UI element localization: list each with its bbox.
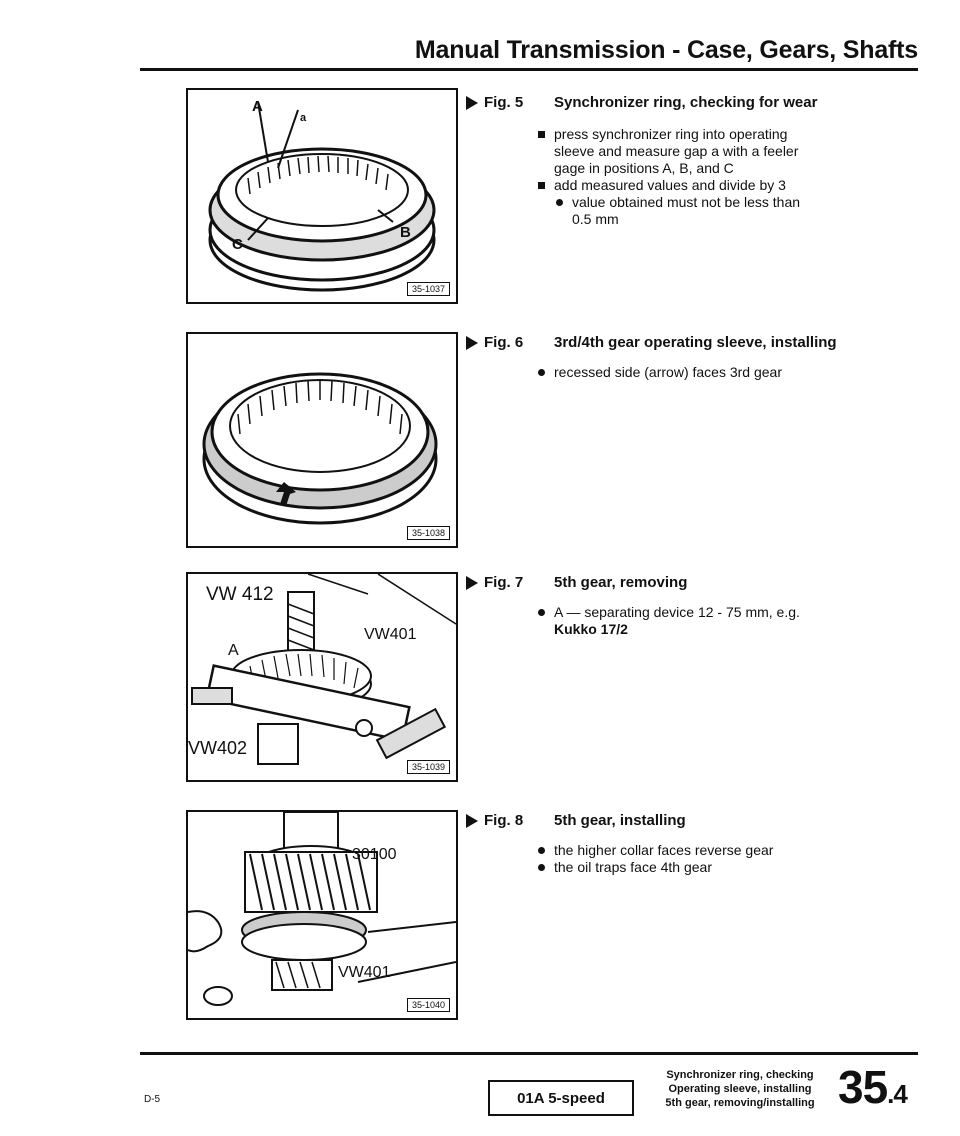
bullet-line: A — separating device 12 - 75 mm, e.g. (536, 604, 876, 621)
gear-removal-drawing (191, 574, 456, 765)
figure-5-heading: Fig. 5 Synchronizer ring, checking for w… (466, 94, 817, 111)
page-code: D-5 (144, 1094, 161, 1105)
figure-label: Fig. 6 (484, 334, 524, 351)
figure-5-text: press synchronizer ring into operating s… (536, 126, 876, 228)
bullet-line: sleeve and measure gap a with a feeler (554, 143, 799, 159)
bullet-line: the higher collar faces reverse gear (536, 842, 876, 859)
contents-item: Operating sleeve, installing (668, 1083, 812, 1095)
page-number: .4 (887, 1079, 908, 1109)
pointer-icon (466, 95, 478, 110)
figure-6-text: recessed side (arrow) faces 3rd gear (536, 364, 876, 381)
figure-7-text: A — separating device 12 - 75 mm, e.g. K… (536, 604, 876, 638)
pointer-icon (466, 813, 478, 828)
bullet-line: 0.5 mm (572, 211, 619, 227)
tool-label-vw401: VW401 (338, 964, 391, 981)
figure-6-heading: Fig. 6 3rd/4th gear operating sleeve, in… (466, 334, 837, 351)
footer-rule (140, 1052, 918, 1055)
figure-6-image: 35-1038 (186, 332, 458, 548)
bullet-line: value obtained must not be less than (554, 194, 876, 211)
figure-8-text: the higher collar faces reverse gear the… (536, 842, 876, 876)
header-rule (140, 68, 918, 71)
section-contents: Synchronizer ring, checking Operating sl… (650, 1068, 830, 1110)
group-number: 35.4 (838, 1060, 908, 1114)
page-title: Manual Transmission - Case, Gears, Shaft… (414, 36, 918, 64)
figure-5-image: A a B C 35-1037 (186, 88, 458, 304)
figure-number: 35-1040 (406, 998, 450, 1012)
figure-7-heading: Fig. 7 5th gear, removing (466, 574, 687, 591)
bullet-line: add measured values and divide by 3 (536, 177, 876, 194)
figure-label: Fig. 8 (484, 812, 524, 829)
position-letter-b: B (400, 224, 411, 241)
figure-number: 35-1037 (406, 282, 450, 296)
figure-8-image: 30100 VW401 35-1040 (186, 810, 458, 1020)
pointer-icon (466, 335, 478, 350)
position-letter-a: A (252, 98, 263, 115)
bullet-line: gage in positions A, B, and C (554, 160, 734, 176)
operating-sleeve-drawing (202, 372, 438, 525)
bullet-line: press synchronizer ring into operating (536, 126, 876, 143)
figure-7-image: VW 412 VW401 A VW402 35-1039 (186, 572, 458, 782)
pointer-icon (466, 575, 478, 590)
figure-title: 3rd/4th gear operating sleeve, installin… (554, 334, 837, 351)
contents-item: 5th gear, removing/installing (665, 1097, 815, 1109)
figure-label: Fig. 5 (484, 94, 524, 111)
contents-item: Synchronizer ring, checking (666, 1069, 814, 1081)
synchronizer-ring-drawing (208, 101, 436, 292)
figure-label: Fig. 7 (484, 574, 524, 591)
bullet-line: recessed side (arrow) faces 3rd gear (536, 364, 876, 381)
tool-label-30100: 30100 (352, 846, 397, 863)
figure-title: 5th gear, removing (554, 574, 688, 591)
figure-title: Synchronizer ring, checking for wear (554, 94, 818, 111)
tool-label-a: A (228, 642, 239, 659)
figure-number: 35-1038 (406, 526, 450, 540)
position-letter-c: C (232, 236, 243, 253)
repair-group: 35 (838, 1061, 888, 1113)
figure-8-heading: Fig. 8 5th gear, installing (466, 812, 686, 829)
tool-label-vw401: VW401 (364, 626, 417, 643)
tool-label-vw412: VW 412 (206, 584, 274, 605)
bullet-line: Kukko 17/2 (554, 621, 628, 637)
figure-title: 5th gear, installing (554, 812, 686, 829)
bullet-line: the oil traps face 4th gear (536, 859, 876, 876)
gear-install-drawing (188, 812, 456, 1006)
model-badge: 01A 5-speed (488, 1080, 634, 1116)
gap-letter-a: a (300, 112, 307, 124)
figure-number: 35-1039 (406, 760, 450, 774)
tool-label-vw402: VW402 (188, 738, 248, 758)
